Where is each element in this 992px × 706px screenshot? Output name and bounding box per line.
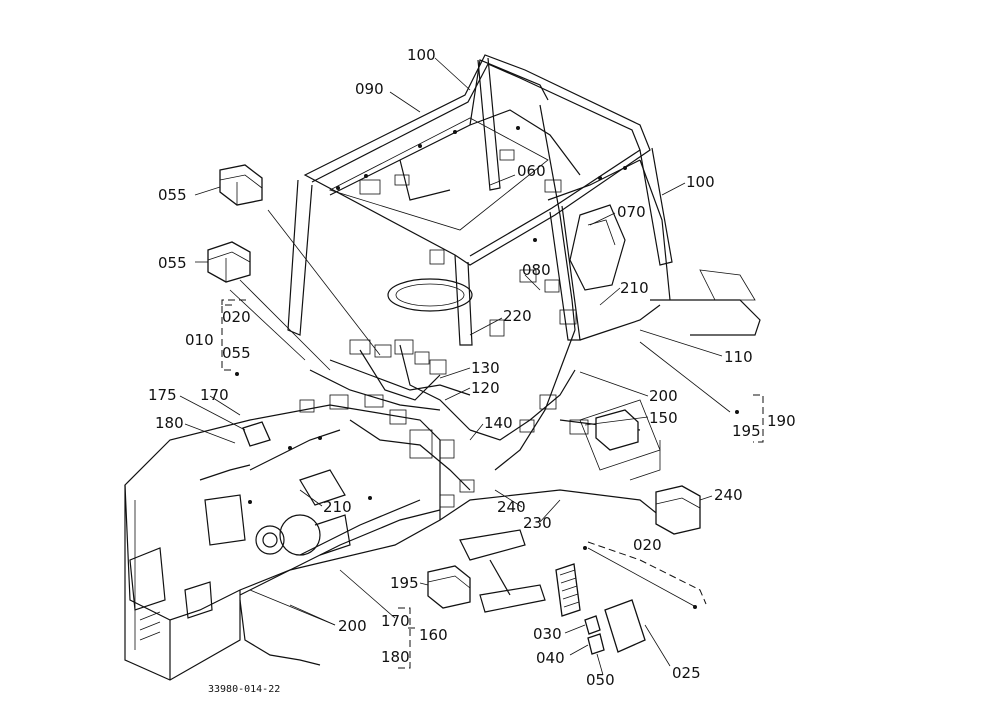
callout-140: 140 xyxy=(484,414,513,432)
callout-070: 070 xyxy=(617,203,646,221)
part-number-label: 33980-014-22 xyxy=(208,684,280,695)
relay-175 xyxy=(242,421,271,447)
callout-120: 120 xyxy=(471,379,500,397)
callout-230: 230 xyxy=(523,514,552,532)
callout-055-lower: 055 xyxy=(158,254,187,272)
cab-frame xyxy=(287,54,761,346)
callout-060: 060 xyxy=(517,162,546,180)
callout-210-upper: 210 xyxy=(620,279,649,297)
callout-195-right: 195 xyxy=(732,422,761,440)
callout-030: 030 xyxy=(533,625,562,643)
brackets xyxy=(221,299,764,669)
callout-090: 090 xyxy=(355,80,384,98)
callout-050: 050 xyxy=(586,671,615,689)
relay-195-lower xyxy=(427,565,471,609)
callout-240-lower: 240 xyxy=(497,498,526,516)
callout-130: 130 xyxy=(471,359,500,377)
relay-195-right xyxy=(595,409,639,451)
callout-175: 175 xyxy=(148,386,177,404)
callout-055-upper: 055 xyxy=(158,186,187,204)
fuse-box-030 xyxy=(555,563,581,617)
fuse-050 xyxy=(587,633,605,655)
wiring-harness xyxy=(199,59,739,666)
relay-055-lower xyxy=(207,241,251,283)
callout-180-lower: 180 xyxy=(381,648,410,666)
callout-110: 110 xyxy=(724,348,753,366)
callout-240-right: 240 xyxy=(714,486,743,504)
callout-200-right: 200 xyxy=(649,387,678,405)
callout-025: 025 xyxy=(672,664,701,682)
fuse-cover-025 xyxy=(604,599,646,653)
relay-240 xyxy=(655,485,701,535)
callout-labels: 100 090 060 100 070 055 055 080 210 020 … xyxy=(148,46,796,689)
relay-055-upper xyxy=(219,164,263,206)
callout-195-lower: 195 xyxy=(390,574,419,592)
callout-080: 080 xyxy=(522,261,551,279)
callout-220: 220 xyxy=(503,307,532,325)
callout-020-right: 020 xyxy=(633,536,662,554)
callout-010: 010 xyxy=(185,331,214,349)
callout-100-right: 100 xyxy=(686,173,715,191)
callout-170-upper: 170 xyxy=(200,386,229,404)
callout-200-lower: 200 xyxy=(338,617,367,635)
callout-100-top: 100 xyxy=(407,46,436,64)
leader-lines xyxy=(179,57,731,676)
callout-055-group: 055 xyxy=(222,344,251,362)
callout-180-upper: 180 xyxy=(155,414,184,432)
callout-190: 190 xyxy=(767,412,796,430)
fuse-040 xyxy=(584,615,601,635)
tractor-body xyxy=(124,399,666,681)
callout-170-lower: 170 xyxy=(381,612,410,630)
callout-160: 160 xyxy=(419,626,448,644)
callout-040: 040 xyxy=(536,649,565,667)
callout-150: 150 xyxy=(649,409,678,427)
callout-210-lower: 210 xyxy=(323,498,352,516)
callout-020-left: 020 xyxy=(222,308,251,326)
